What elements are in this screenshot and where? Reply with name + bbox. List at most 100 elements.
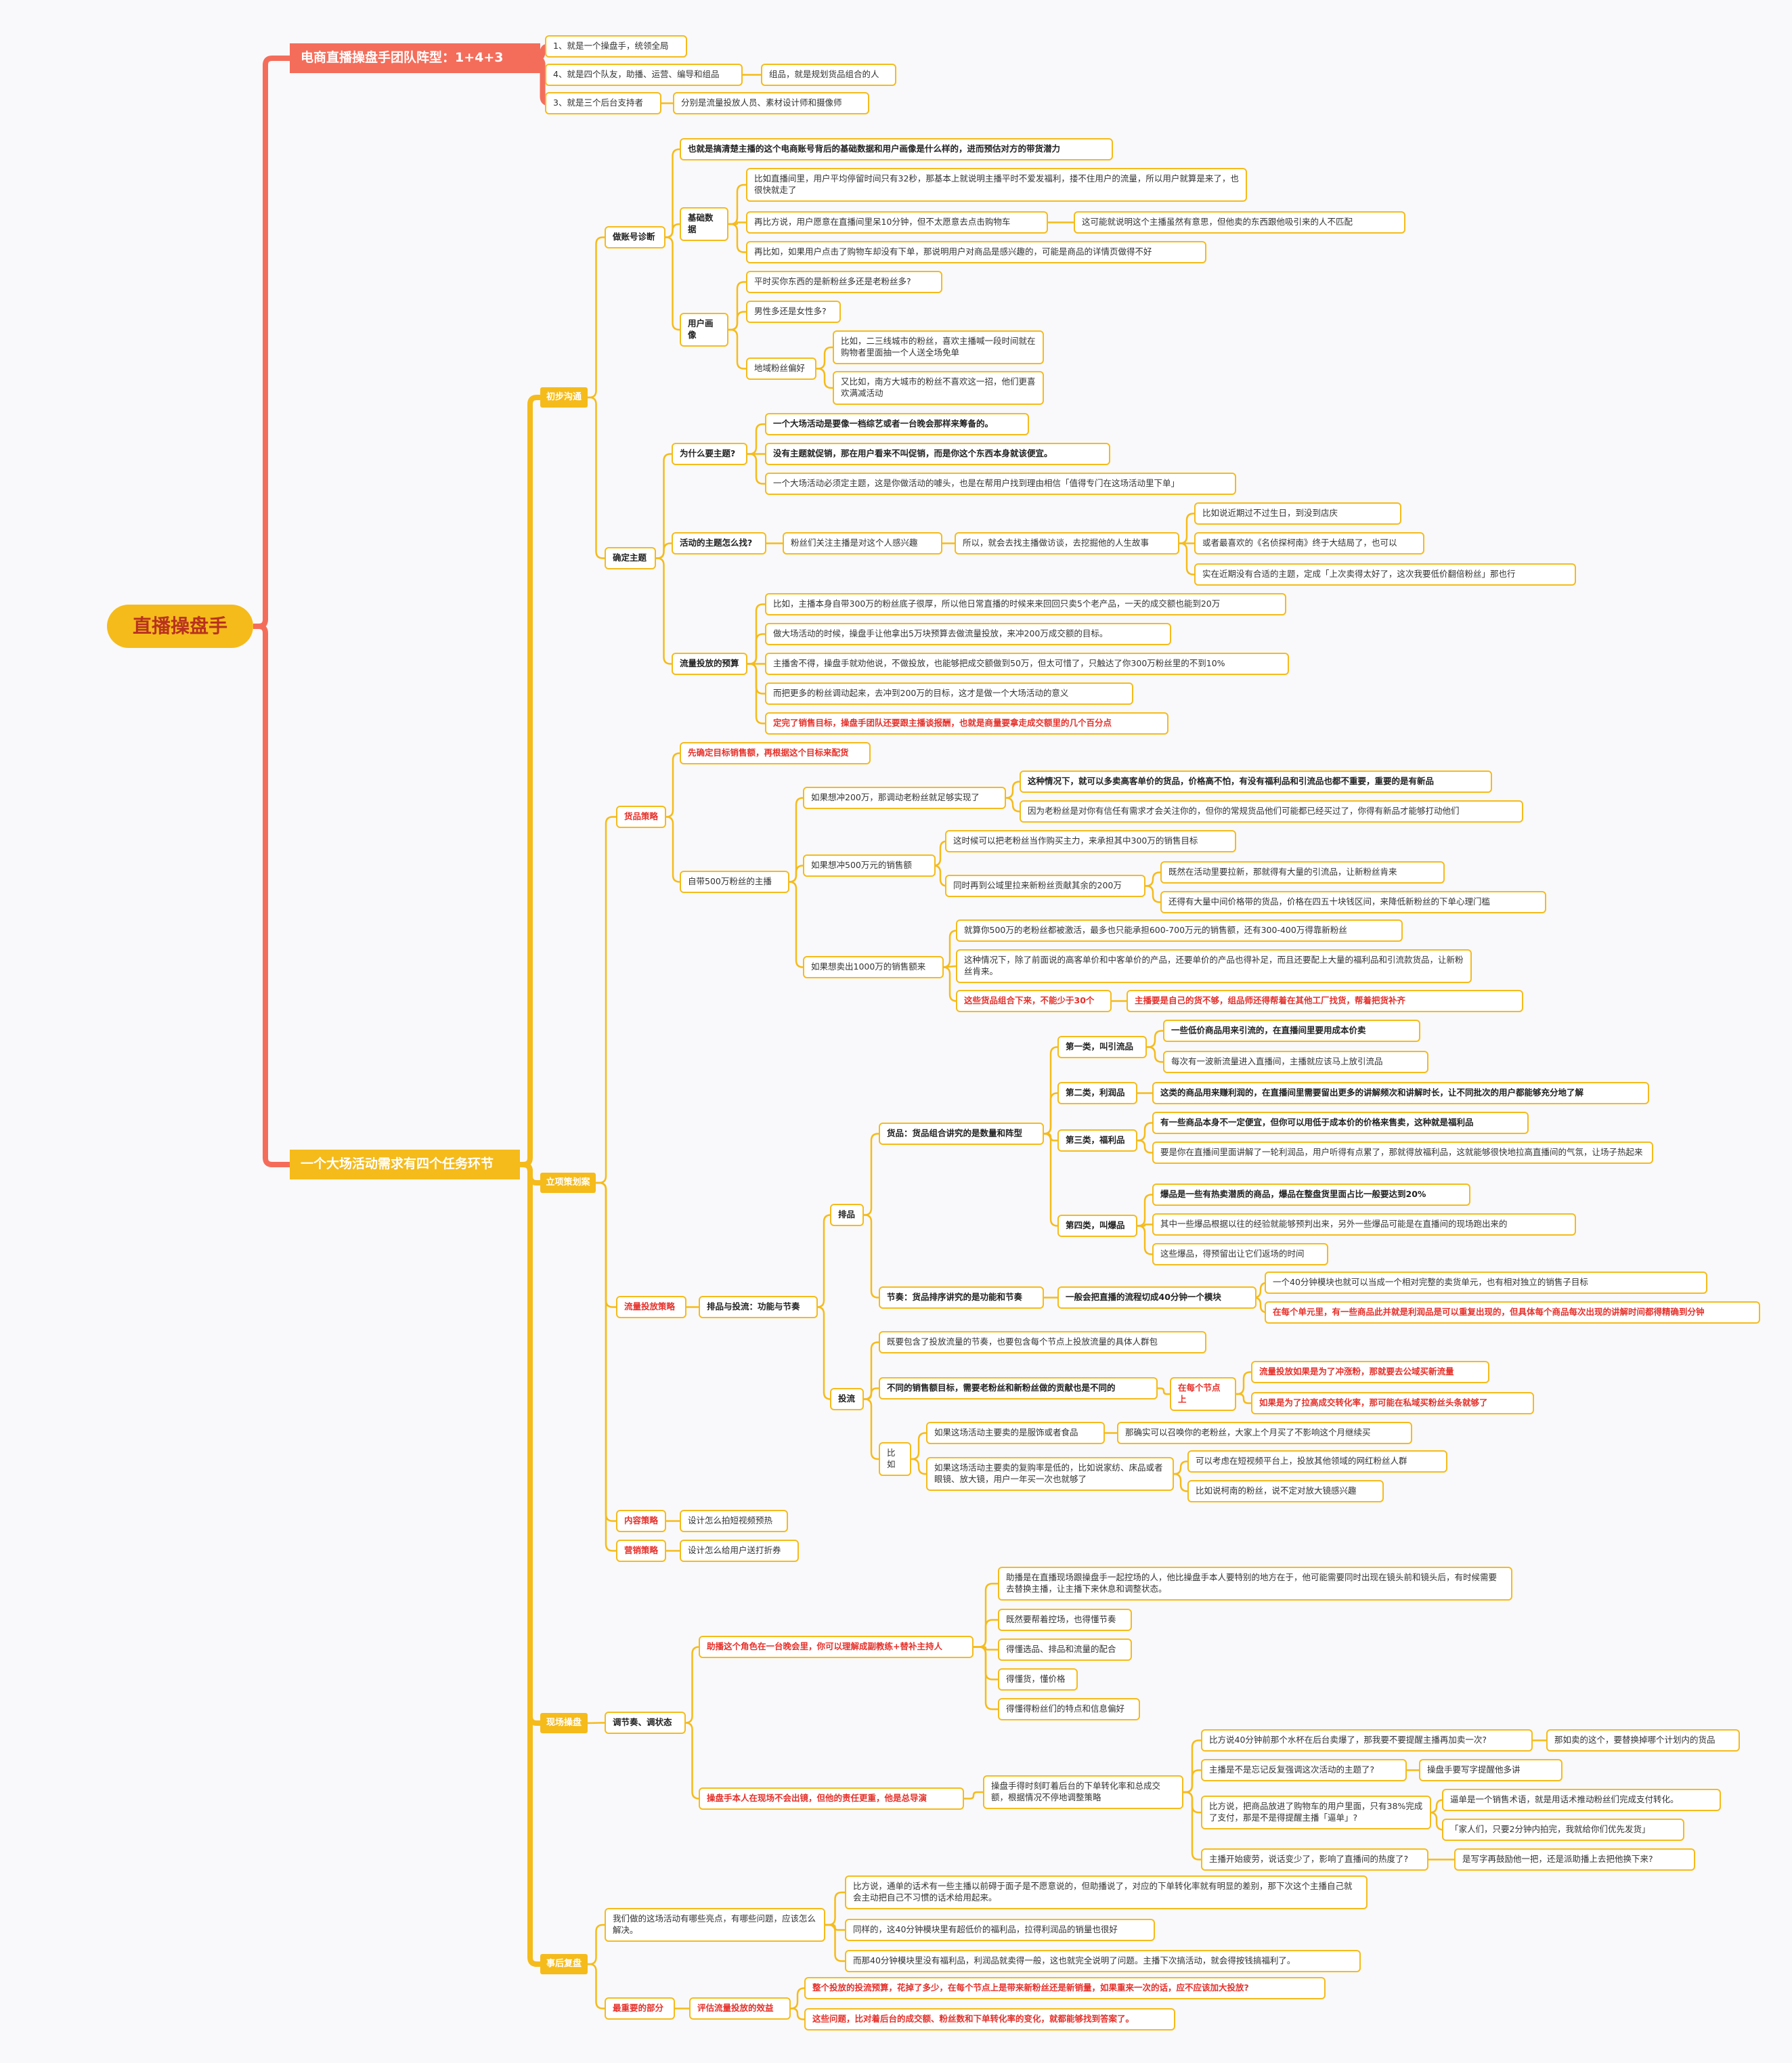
s1-how-a[interactable]: 粉丝们关注主播是对这个人感兴趣 bbox=[783, 532, 942, 555]
s1-budget-3[interactable]: 主播舍不得，操盘手就劝他说，不做投放，也能够把成交额做到50万，但太可惜了，只触… bbox=[765, 653, 1289, 675]
s2-t500-2[interactable]: 同时再到公域里拉来新粉丝贡献其余的200万 bbox=[945, 875, 1145, 897]
s1-budget[interactable]: 流量投放的预算 bbox=[672, 653, 747, 675]
s3-assist[interactable]: 助播这个角色在一台晚会里，你可以理解成副教练+替补主持人 bbox=[699, 1636, 974, 1658]
s1-base-1[interactable]: 比如直播间里，用户平均停留时间只有32秒，那基本上就说明主播平时不爱发福利，搂不… bbox=[746, 168, 1247, 202]
s2-tl-red-1[interactable]: 流量投放如果是为了冲涨粉，那就要去公域买新流量 bbox=[1251, 1361, 1489, 1383]
s2-rhythm-1[interactable]: 一个40分钟模块也就可以当成一个相对完整的卖货单元，也有相对独立的销售子目标 bbox=[1265, 1272, 1707, 1294]
stage-2[interactable]: 立项策划案 bbox=[540, 1173, 596, 1193]
s2-eg-3[interactable]: 如果这场活动主要卖的复购率是低的，比如说家纺、床品或者眼镜、放大镜，用户一年买一… bbox=[926, 1457, 1174, 1491]
s3-assist-1[interactable]: 助播是在直播现场跟操盘手一起控场的人，他比操盘手本人要特别的地方在于，他可能需要… bbox=[998, 1567, 1512, 1601]
s2-c3-2[interactable]: 要是你在直播间里面讲解了一轮利润品，用户听得有点累了，那就得放福利品，这就能够很… bbox=[1152, 1142, 1653, 1164]
s1-how[interactable]: 活动的主题怎么找? bbox=[672, 532, 766, 555]
s3-assist-5[interactable]: 得懂得粉丝们的特点和信息偏好 bbox=[998, 1698, 1140, 1720]
s2-t1000-2[interactable]: 这种情况下，除了前面说的高客单价和中客单价的产品，还要单价的产品也得补足，而且还… bbox=[956, 949, 1472, 983]
s2-c3-1[interactable]: 有一些商品本身不一定便宜，但你可以用低于成本价的价格来售卖，这种就是福利品 bbox=[1152, 1112, 1529, 1134]
s2-rhythm-2[interactable]: 在每个单元里，有一些商品此并就是利润品是可以重复出现的，但具体每个商品每次出现的… bbox=[1265, 1301, 1760, 1324]
s1-diag-intro[interactable]: 也就是搞清楚主播的这个电商账号背后的基础数据和用户画像是什么样的，进而预估对方的… bbox=[680, 138, 1113, 160]
s1-diag[interactable]: 做账号诊断 bbox=[605, 226, 665, 248]
s4-question[interactable]: 我们做的这场活动有哪些亮点，有哪些问题，应该怎么解决。 bbox=[605, 1908, 825, 1942]
s2-c4-1[interactable]: 爆品是一些有热卖潜质的商品，爆品在整盘货里面占比一般要达到20% bbox=[1152, 1183, 1470, 1206]
s1-budget-5[interactable]: 定完了销售目标，操盘手团队还要跟主播谈报酬，也就是商量要拿走成交额里的几个百分点 bbox=[765, 712, 1168, 735]
s3-boss-4b[interactable]: 是写字再鼓励他一把，还是派助播上去把他换下来? bbox=[1454, 1848, 1695, 1871]
s3-boss-1[interactable]: 比方说40分钟前那个水杯在后台卖爆了，那我要不要提醒主播再加卖一次? bbox=[1201, 1729, 1533, 1752]
team-item-4-note[interactable]: 组品，就是规划货品组合的人 bbox=[761, 64, 896, 86]
s2-eg[interactable]: 比如 bbox=[879, 1442, 911, 1476]
s1-budget-2[interactable]: 做大场活动的时候，操盘手让他拿出5万块预算去做流量投放，来冲200万成交额的目标… bbox=[765, 623, 1171, 645]
s2-pai[interactable]: 排品 bbox=[830, 1204, 864, 1226]
s3-assist-3[interactable]: 得懂选品、排品和流量的配合 bbox=[998, 1638, 1132, 1661]
s2-content-1[interactable]: 设计怎么拍短视频预热 bbox=[680, 1510, 788, 1532]
s3-boss-2[interactable]: 主播是不是忘记反复强调这次活动的主题了? bbox=[1201, 1759, 1407, 1781]
s1-how-2[interactable]: 或者最喜欢的《名侦探柯南》终于大结局了，也可以 bbox=[1194, 532, 1424, 555]
s1-region-1[interactable]: 比如，二三线城市的粉丝，喜欢主播喊一段时间就在购物者里面抽一个人送全场免单 bbox=[833, 330, 1044, 364]
s1-why-2[interactable]: 没有主题就促销，那在用户看来不叫促销，而是你这个东西本身就该便宜。 bbox=[765, 443, 1110, 465]
s2-rhythm[interactable]: 节奏：货品排序讲究的是功能和节奏 bbox=[879, 1286, 1044, 1309]
branch-stages[interactable]: 一个大场活动需求有四个任务环节 bbox=[290, 1150, 520, 1179]
s2-t500[interactable]: 如果想冲500万元的销售额 bbox=[803, 854, 936, 877]
s3-boss-3[interactable]: 比方说，把商品放进了购物车的用户里面，只有38%完成了支付，那是不是得提醒主播「… bbox=[1201, 1796, 1431, 1829]
s2-eg-2[interactable]: 那确实可以召唤你的老粉丝，大家上个月买了不影响这个月继续买 bbox=[1117, 1422, 1412, 1444]
s2-c1-1[interactable]: 一些低价商品用来引流的，在直播间里要用成本价卖 bbox=[1163, 1020, 1420, 1042]
s4-key[interactable]: 最重要的部分 bbox=[605, 1997, 675, 2020]
s1-how-b[interactable]: 所以，就会去找主播做访谈，去挖掘他的人生故事 bbox=[955, 532, 1179, 555]
s2-c3[interactable]: 第三类，福利品 bbox=[1057, 1129, 1137, 1152]
s1-base-3[interactable]: 再比如，如果用户点击了购物车却没有下单，那说明用户对商品是感兴趣的，可能是商品的… bbox=[746, 241, 1206, 263]
s1-persona-2[interactable]: 男性多还是女性多? bbox=[746, 301, 841, 323]
s2-eg-5[interactable]: 比如说柯南的粉丝，说不定对放大镜感兴趣 bbox=[1187, 1480, 1384, 1502]
s2-tl-red-2[interactable]: 如果是为了拉高成交转化率，那可能在私域买粉丝头条就够了 bbox=[1251, 1392, 1534, 1414]
stage-1[interactable]: 初步沟通 bbox=[540, 387, 588, 408]
s2-t1000-4[interactable]: 主播要是自己的货不够，组品师还得帮着在其他工厂找货，帮着把货补齐 bbox=[1127, 990, 1523, 1012]
s1-how-1[interactable]: 比如说近期过不过生日，到没到店庆 bbox=[1194, 502, 1401, 525]
s3-adjust[interactable]: 调节奏、调状态 bbox=[605, 1712, 686, 1734]
root-node[interactable]: 直播操盘手 bbox=[107, 605, 253, 648]
s2-anchor500[interactable]: 自带500万粉丝的主播 bbox=[680, 871, 789, 893]
stage-3[interactable]: 现场操盘 bbox=[540, 1713, 588, 1733]
s2-content[interactable]: 内容策略 bbox=[616, 1510, 666, 1532]
s1-persona-3[interactable]: 地域粉丝偏好 bbox=[746, 357, 816, 380]
s1-how-3[interactable]: 实在近期没有合适的主题，定成「上次卖得太好了，这次我要低价翻倍粉丝」那也行 bbox=[1194, 563, 1576, 586]
s1-persona[interactable]: 用户画像 bbox=[680, 313, 728, 347]
s1-region-2[interactable]: 又比如，南方大城市的粉丝不喜欢这一招，他们更喜欢满减活动 bbox=[833, 371, 1044, 405]
s4-eval-2[interactable]: 这些问题，比对着后台的成交额、粉丝数和下单转化率的变化，就都能够找到答案了。 bbox=[804, 2008, 1175, 2031]
s2-c2[interactable]: 第二类，利润品 bbox=[1057, 1082, 1137, 1104]
s2-eg-1[interactable]: 如果这场活动主要卖的是服饰或者食品 bbox=[926, 1422, 1105, 1444]
s4-q-3[interactable]: 而那40分钟模块里没有福利品，利润品就卖得一般，这也就完全说明了问题。主播下次搞… bbox=[845, 1950, 1361, 1972]
s2-goods-group[interactable]: 货品：货品组合讲究的是数量和阵型 bbox=[879, 1123, 1044, 1145]
s1-base-2[interactable]: 再比方说，用户愿意在直播间里呆10分钟，但不太愿意去点击购物车 bbox=[746, 211, 1048, 234]
s2-t200-2[interactable]: 因为老粉丝是对你有信任有需求才会关注你的，但你的常规货品他们可能都已经买过了，你… bbox=[1020, 800, 1523, 823]
s4-eval[interactable]: 评估流量投放的效益 bbox=[689, 1997, 791, 2020]
s2-c4[interactable]: 第四类，叫爆品 bbox=[1057, 1215, 1137, 1237]
s2-t200-1[interactable]: 这种情况下，就可以多卖高客单价的货品，价格高不怕，有没有福利品和引流品也都不重要… bbox=[1020, 770, 1492, 793]
s2-c2-1[interactable]: 这类的商品用来赚利润的，在直播间里需要留出更多的讲解频次和讲解时长，让不同批次的… bbox=[1152, 1082, 1649, 1104]
s2-c1[interactable]: 第一类，叫引流品 bbox=[1057, 1036, 1147, 1058]
s1-why[interactable]: 为什么要主题? bbox=[672, 443, 747, 465]
s3-boss-3b[interactable]: 「家人们，只要2分钟内拍完，我就给你们优先发货」 bbox=[1442, 1819, 1684, 1841]
s4-eval-1[interactable]: 整个投放的投流预算，花掉了多少，在每个节点上是带来新粉丝还是新销量，如果重来一次… bbox=[804, 1977, 1326, 1999]
s3-boss-a[interactable]: 操盘手得时刻盯着后台的下单转化率和总成交额，根据情况不停地调整策略 bbox=[983, 1775, 1183, 1809]
team-item-1[interactable]: 1、就是一个操盘手，统领全局 bbox=[545, 35, 687, 58]
s1-theme[interactable]: 确定主题 bbox=[605, 547, 656, 569]
s2-marketing[interactable]: 营销策略 bbox=[616, 1540, 666, 1562]
s1-persona-1[interactable]: 平时买你东西的是新粉丝多还是老粉丝多? bbox=[746, 271, 942, 293]
s2-c4-3[interactable]: 这些爆品，得预留出让它们返场的时间 bbox=[1152, 1243, 1328, 1265]
s2-t200[interactable]: 如果想冲200万，那调动老粉丝就足够实现了 bbox=[803, 787, 1006, 809]
s2-t500-3[interactable]: 既然在活动里要拉新，那就得有大量的引流品，让新粉丝肯来 bbox=[1160, 861, 1445, 884]
team-item-4[interactable]: 4、就是四个队友，助播、运营、编导和组品 bbox=[545, 64, 743, 86]
s2-rhythm-a[interactable]: 一般会把直播的流程切成40分钟一个模块 bbox=[1057, 1286, 1256, 1309]
s2-c4-2[interactable]: 其中一些爆品根据以往的经验就能够预判出来，另外一些爆品可能是在直播间的现场跑出来… bbox=[1152, 1213, 1576, 1236]
s2-tl-1[interactable]: 既要包含了投放流量的节奏，也要包含每个节点上投放流量的具体人群包 bbox=[879, 1331, 1206, 1353]
s2-flow-node[interactable]: 排品与投流：功能与节奏 bbox=[699, 1296, 818, 1318]
s3-boss-1b[interactable]: 那如卖的这个，要替换掉哪个计划内的货品 bbox=[1546, 1729, 1740, 1752]
s4-q-1[interactable]: 比方说，通单的话术有一些主播以前碍于面子是不愿意说的，但助播说了，对应的下单转化… bbox=[845, 1875, 1368, 1909]
s3-boss[interactable]: 操盘手本人在现场不会出镜，但他的责任更重，他是总导演 bbox=[699, 1787, 964, 1810]
branch-team[interactable]: 电商直播操盘手团队阵型：1+4+3 bbox=[290, 43, 540, 73]
s2-tl[interactable]: 投流 bbox=[830, 1388, 864, 1410]
s1-base-2-note[interactable]: 这可能就说明这个主播虽然有意思，但他卖的东西跟他吸引来的人不匹配 bbox=[1074, 211, 1405, 234]
s2-marketing-1[interactable]: 设计怎么给用户送打折券 bbox=[680, 1540, 799, 1562]
s3-assist-4[interactable]: 得懂货，懂价格 bbox=[998, 1668, 1078, 1691]
team-item-3-note[interactable]: 分别是流量投放人员、素材设计师和摄像师 bbox=[673, 92, 869, 114]
s2-goods-first[interactable]: 先确定目标销售额，再根据这个目标来配货 bbox=[680, 742, 871, 764]
s3-boss-2b[interactable]: 操盘手要写字提醒他多讲 bbox=[1419, 1759, 1562, 1781]
s2-t1000[interactable]: 如果想卖出1000万的销售额来 bbox=[803, 956, 944, 978]
s4-q-2[interactable]: 同样的，这40分钟模块里有超低价的福利品，拉得利润品的销量也很好 bbox=[845, 1919, 1155, 1941]
